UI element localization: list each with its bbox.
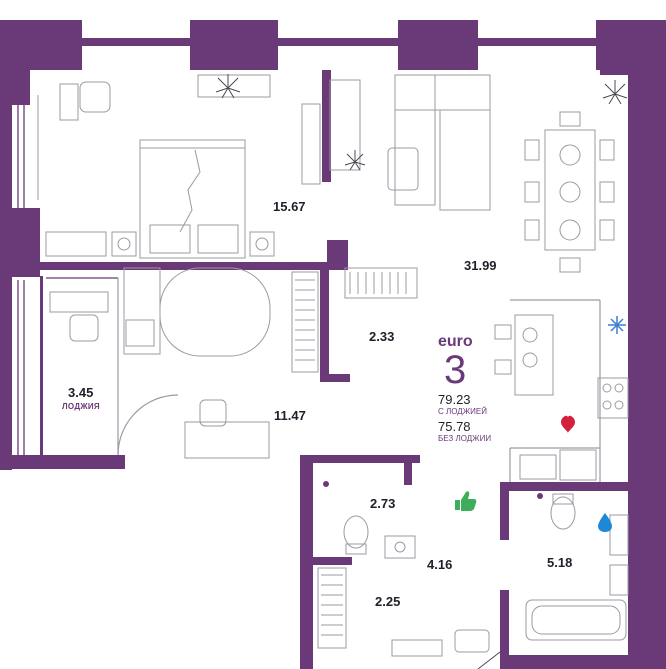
snowflake-icon xyxy=(608,316,626,334)
walls xyxy=(0,20,666,669)
room-area-storage: 2.25 xyxy=(375,594,401,609)
with-loggia-caption: С ЛОДЖИЕЙ xyxy=(438,407,487,416)
room-area-wardrobe: 2.33 xyxy=(369,329,395,344)
room-area-loggia: 3.45 xyxy=(68,385,94,400)
class-label: euro xyxy=(438,333,473,350)
room-area-bedroom-second: 11.47 xyxy=(274,408,306,423)
inner-walls xyxy=(117,278,601,482)
thumbs-up-icon xyxy=(455,491,477,511)
without-loggia-caption: БЕЗ ЛОДЖИИ xyxy=(438,434,492,443)
accent-dot xyxy=(537,493,543,499)
room-caption-loggia: ЛОДЖИЯ xyxy=(62,402,100,411)
heart-icon xyxy=(561,415,575,433)
water-drop-icon xyxy=(598,513,612,532)
area-without-loggia: 75.78 xyxy=(438,419,471,434)
entrance-marker xyxy=(477,651,501,669)
room-area-bedroom-master: 15.67 xyxy=(273,199,306,214)
area-with-loggia: 79.23 xyxy=(438,392,471,407)
rooms-count: 3 xyxy=(444,348,467,392)
accent-dot xyxy=(323,481,329,487)
room-area-bathroom: 5.18 xyxy=(547,555,573,570)
plant-icon xyxy=(215,74,628,171)
apartment-badge: euro 3 79.23 С ЛОДЖИЕЙ 75.78 БЕЗ ЛОДЖИИ xyxy=(438,334,528,444)
furniture xyxy=(37,74,629,657)
room-area-hall: 4.16 xyxy=(427,557,453,572)
room-area-toilet: 2.73 xyxy=(370,496,396,511)
windows xyxy=(17,41,596,455)
room-area-living-kitchen: 31.99 xyxy=(464,258,497,273)
